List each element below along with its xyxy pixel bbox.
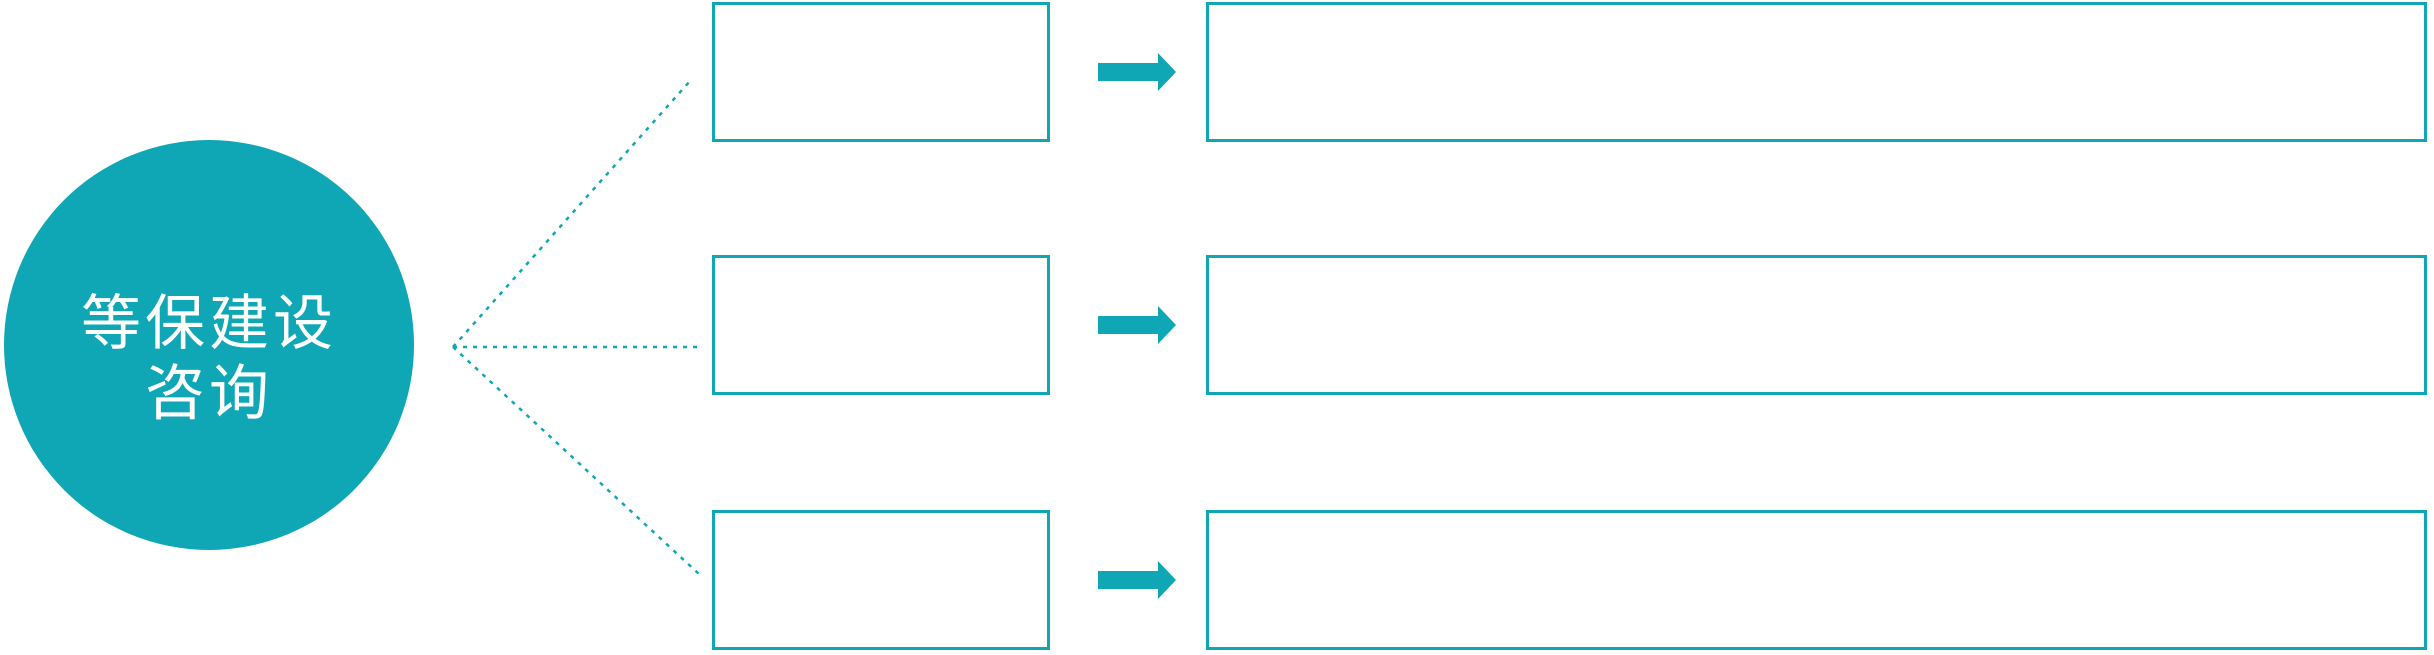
detail-box-1 [1206, 2, 2427, 142]
stage-box-3 [712, 510, 1050, 650]
root-node-label: 等保建设 咨询 [81, 289, 337, 429]
stage-box-1 [712, 2, 1050, 142]
root-node-circle: 等保建设 咨询 [4, 140, 414, 550]
root-node-label-line2: 咨询 [145, 359, 273, 429]
root-node-label-line1: 等保建设 [81, 289, 337, 359]
arrow-right-icon [1098, 561, 1176, 599]
stage-box-2 [712, 255, 1050, 395]
detail-box-3 [1206, 510, 2427, 650]
detail-box-2 [1206, 255, 2427, 395]
arrow-right-icon [1098, 53, 1176, 91]
dotted-connector-bottom-icon [452, 346, 700, 575]
arrow-right-icon [1098, 306, 1176, 344]
dotted-connector-top-icon [452, 80, 691, 348]
